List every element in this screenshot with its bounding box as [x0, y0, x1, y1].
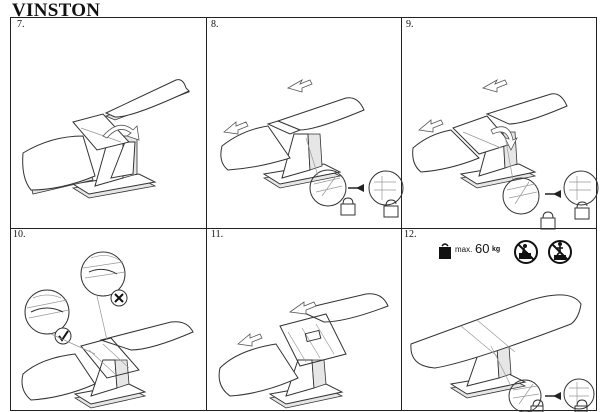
instruction-grid: 7. 8.	[10, 17, 599, 412]
padlock-icon	[530, 399, 544, 412]
padlock-icon	[383, 199, 399, 218]
table-extending-illustration	[220, 78, 404, 218]
padlock-icon	[340, 197, 356, 216]
table-assembled-illustration	[410, 294, 595, 412]
grid-divider	[11, 228, 596, 229]
weight-icon	[439, 243, 451, 259]
step-9-panel: 9.	[401, 18, 599, 230]
step-number: 11.	[211, 229, 224, 240]
max-weight-unit: kg	[492, 246, 501, 253]
step-number: 8.	[211, 19, 219, 30]
no-stand-icon	[548, 240, 572, 264]
step-number: 7.	[17, 19, 25, 30]
step-7-panel: 7.	[11, 18, 206, 228]
grid-divider	[206, 18, 207, 410]
step-12-panel: 12. max. 60 kg	[401, 228, 598, 412]
page-title: VINSTON	[12, 0, 101, 21]
step-10-panel: 10.	[11, 228, 206, 412]
step-11-panel: 11.	[206, 228, 401, 412]
max-weight-value: 60	[475, 241, 490, 256]
padlock-icon	[574, 399, 588, 412]
check-icon	[54, 327, 72, 345]
padlock-icon	[574, 201, 590, 220]
table-folding-illustration	[22, 79, 190, 199]
table-extending-illustration	[412, 78, 599, 230]
no-sit-icon	[514, 240, 538, 264]
padlock-icon	[540, 211, 556, 230]
extension-mechanism-illustration	[21, 251, 194, 409]
max-label: max.	[455, 245, 473, 254]
grid-divider	[401, 18, 402, 410]
cross-icon	[110, 289, 128, 307]
step-number: 10.	[13, 229, 26, 240]
step-8-panel: 8.	[206, 18, 404, 228]
step-number: 12.	[404, 229, 417, 240]
table-closing-illustration	[218, 293, 389, 409]
step-number: 9.	[406, 19, 414, 30]
